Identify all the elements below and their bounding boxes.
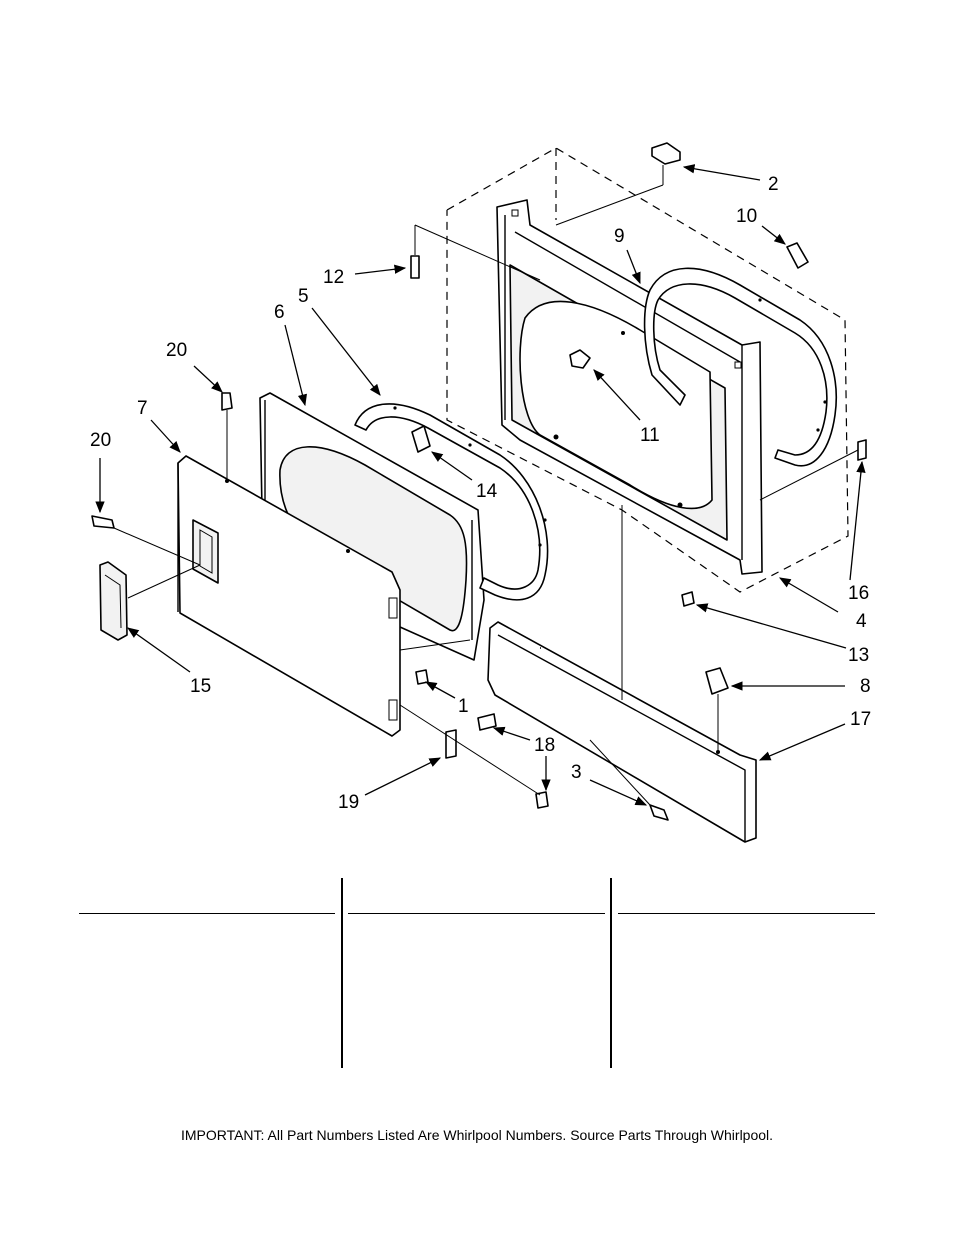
tab-part-3 [649, 804, 669, 821]
cabinet-outline-dashed [446, 147, 849, 593]
table-vertical-rule-right [610, 878, 612, 1068]
callout-7: 7 [137, 398, 148, 419]
callout-labels: 1 2 3 4 5 6 7 8 9 10 11 12 13 14 15 16 1… [90, 174, 871, 813]
callout-14: 14 [476, 481, 498, 502]
switch-part-11 [569, 349, 591, 369]
callout-6: 6 [274, 302, 285, 323]
strike-part-14 [411, 425, 431, 453]
screw-part-20a [221, 392, 233, 411]
callout-11: 11 [640, 425, 660, 446]
callout-4: 4 [856, 611, 867, 632]
hardware-parts [91, 142, 867, 821]
callout-12: 12 [323, 267, 344, 288]
clip-part-10 [786, 242, 809, 269]
callout-20-upper: 20 [166, 340, 187, 361]
callout-19: 19 [338, 792, 359, 813]
callout-20-lower: 20 [90, 430, 111, 451]
toe-panel-part [487, 621, 757, 843]
door-gasket-ring-part [354, 403, 549, 601]
callout-18: 18 [534, 735, 555, 756]
callout-15: 15 [190, 676, 211, 697]
screw-part-18b [535, 791, 549, 809]
door-handle-part [99, 561, 128, 641]
hinge-part-19 [445, 729, 457, 759]
callout-16: 16 [848, 583, 869, 604]
table-header-rule-3 [618, 913, 875, 914]
callout-13: 13 [848, 645, 869, 666]
front-panel-part [496, 199, 763, 575]
table-header-rule-1 [79, 913, 335, 914]
hinge-part-2 [651, 142, 681, 165]
screw-part-12 [410, 255, 420, 279]
callout-1: 1 [458, 696, 469, 717]
screw-part-13 [681, 591, 695, 607]
bracket-part-16 [857, 439, 867, 461]
clip-part-8 [705, 667, 729, 695]
exploded-parts-diagram: 1 2 3 4 5 6 7 8 9 10 11 12 13 14 15 16 1… [90, 142, 871, 843]
callout-17: 17 [850, 709, 871, 730]
callout-arrows [95, 164, 866, 806]
callout-8: 8 [860, 676, 871, 697]
callout-5: 5 [298, 286, 309, 307]
callout-2: 2 [768, 174, 779, 195]
outer-door-part [177, 455, 401, 737]
table-vertical-rule-left [341, 878, 343, 1068]
callout-10: 10 [736, 206, 757, 227]
alignment-lines [113, 165, 859, 806]
callout-3: 3 [571, 762, 582, 783]
table-header-rule-2 [348, 913, 605, 914]
door-seal-gasket-part [643, 267, 838, 467]
screw-part-18a [477, 713, 497, 731]
footer-important-note: IMPORTANT: All Part Numbers Listed Are W… [180, 1127, 774, 1143]
callout-9: 9 [614, 226, 625, 247]
screw-part-20b [91, 515, 115, 529]
